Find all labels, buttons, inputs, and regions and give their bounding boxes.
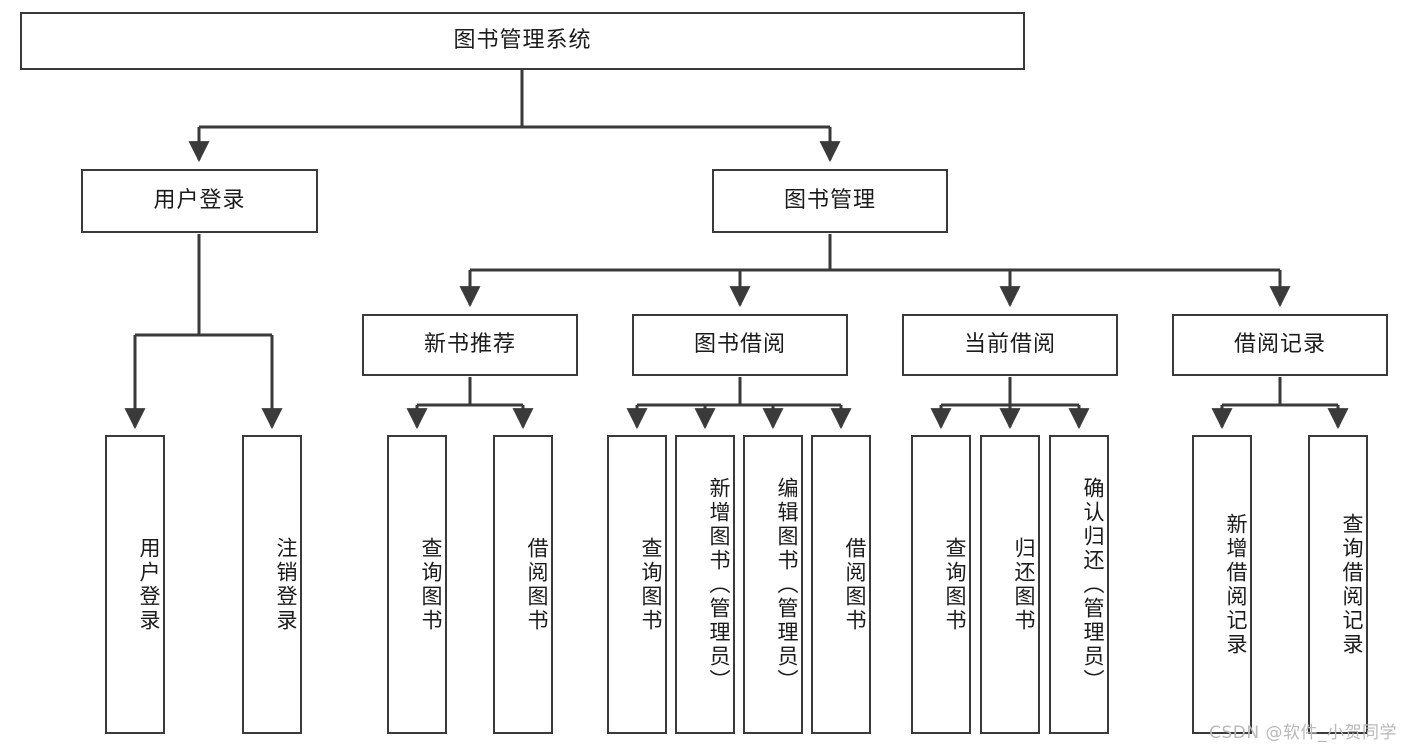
leaf-book-borrow-borrow[interactable]: 借阅图书 [811, 435, 871, 734]
node-label: 借阅图书 [843, 536, 867, 633]
node-current-borrow[interactable]: 当前借阅 [902, 314, 1118, 376]
node-label: 图书管理系统 [453, 27, 592, 53]
node-label: 查询借阅记录 [1340, 512, 1364, 657]
node-label: 借阅记录 [1233, 331, 1326, 357]
node-book-management[interactable]: 图书管理 [712, 169, 948, 233]
node-label: 编辑图书（管理员） [775, 476, 799, 693]
leaf-borrow-record-add[interactable]: 新增借阅记录 [1192, 435, 1252, 734]
leaf-borrow-record-query[interactable]: 查询借阅记录 [1308, 435, 1368, 734]
leaf-current-borrow-confirm[interactable]: 确认归还（管理员） [1049, 435, 1109, 734]
leaf-user-login-logout[interactable]: 注销登录 [242, 435, 302, 734]
node-label: 用户登录 [153, 187, 246, 213]
node-label: 注销登录 [274, 536, 298, 633]
node-label: 新增借阅记录 [1224, 512, 1248, 657]
leaf-new-book-query[interactable]: 查询图书 [387, 435, 447, 734]
node-label: 用户登录 [137, 536, 161, 633]
node-label: 归还图书 [1012, 536, 1036, 633]
node-label: 新增图书（管理员） [707, 476, 731, 693]
node-new-book-recommend[interactable]: 新书推荐 [362, 314, 578, 376]
leaf-new-book-borrow[interactable]: 借阅图书 [493, 435, 553, 734]
leaf-book-borrow-edit[interactable]: 编辑图书（管理员） [743, 435, 803, 734]
node-label: 查询图书 [639, 536, 663, 633]
node-label: 新书推荐 [423, 331, 516, 357]
node-label: 借阅图书 [525, 536, 549, 633]
watermark: CSDN @软件_小贺同学 [1209, 723, 1397, 743]
node-book-borrow[interactable]: 图书借阅 [632, 314, 848, 376]
leaf-current-borrow-return[interactable]: 归还图书 [980, 435, 1040, 734]
leaf-book-borrow-add[interactable]: 新增图书（管理员） [675, 435, 735, 734]
node-root-system[interactable]: 图书管理系统 [20, 12, 1025, 70]
node-label: 确认归还（管理员） [1081, 476, 1105, 693]
leaf-book-borrow-query[interactable]: 查询图书 [607, 435, 667, 734]
leaf-user-login-login[interactable]: 用户登录 [105, 435, 165, 734]
node-label: 当前借阅 [963, 331, 1056, 357]
node-label: 图书借阅 [693, 331, 786, 357]
node-label: 图书管理 [783, 187, 876, 213]
leaf-current-borrow-query[interactable]: 查询图书 [911, 435, 971, 734]
node-user-login[interactable]: 用户登录 [81, 169, 318, 233]
node-label: 查询图书 [943, 536, 967, 633]
node-label: 查询图书 [419, 536, 443, 633]
node-borrow-record[interactable]: 借阅记录 [1172, 314, 1388, 376]
